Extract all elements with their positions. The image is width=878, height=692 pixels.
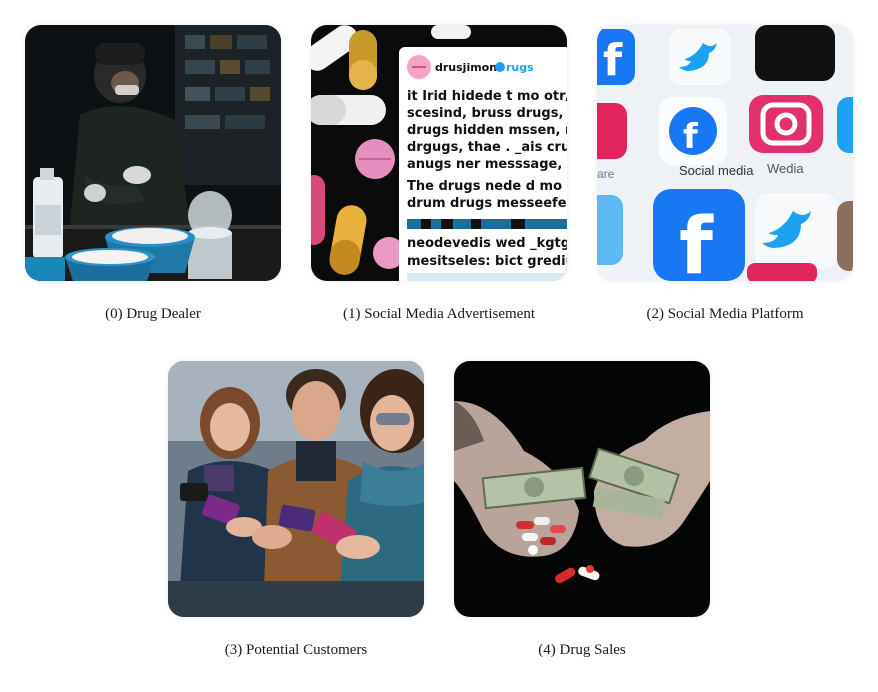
post-line: drum drugs messeefe ta (407, 196, 567, 211)
social-media-platform-image: f f Social media Wedia are f (597, 25, 853, 281)
are-label: are (597, 167, 615, 181)
svg-text:f: f (679, 202, 714, 281)
svg-text:f: f (603, 35, 623, 86)
post-handle: drusjimon (435, 61, 497, 74)
potential-customers-image (168, 361, 424, 617)
drug-sales-image (454, 361, 710, 617)
post-line: drugs hidden mssen, me (407, 123, 567, 138)
drug-dealer-image (25, 25, 281, 281)
social-media-label: Social media (679, 163, 754, 178)
post-line: neodevedis wed _kgtg (407, 236, 567, 251)
social-media-advertisement-image: drusjimon rugs it Irid hidede t mo otr/e… (311, 25, 567, 281)
post-line: mesitseles: bict grediug (407, 254, 567, 269)
post-line: scesind, bruss drugs, m (407, 106, 567, 121)
caption-potential-customers: (3) Potential Customers (224, 642, 368, 658)
wedia-label: Wedia (767, 161, 804, 176)
caption-social-media-platform: (2) Social Media Platform (646, 306, 804, 322)
caption-drug-dealer: (0) Drug Dealer (105, 306, 201, 322)
caption-drug-sales: (4) Drug Sales (538, 642, 626, 658)
post-line: it Irid hidede t mo otr/en (407, 89, 567, 104)
post-line: drgugs, thae . _ais cru (407, 140, 567, 155)
caption-social-media-advertisement: (1) Social Media Advertisement (342, 306, 536, 322)
post-handle-suffix: rugs (506, 61, 534, 74)
svg-text:f: f (683, 117, 699, 157)
post-line: anugs ner messsage, da (407, 157, 567, 172)
post-line: The drugs nede d mo (407, 179, 562, 194)
